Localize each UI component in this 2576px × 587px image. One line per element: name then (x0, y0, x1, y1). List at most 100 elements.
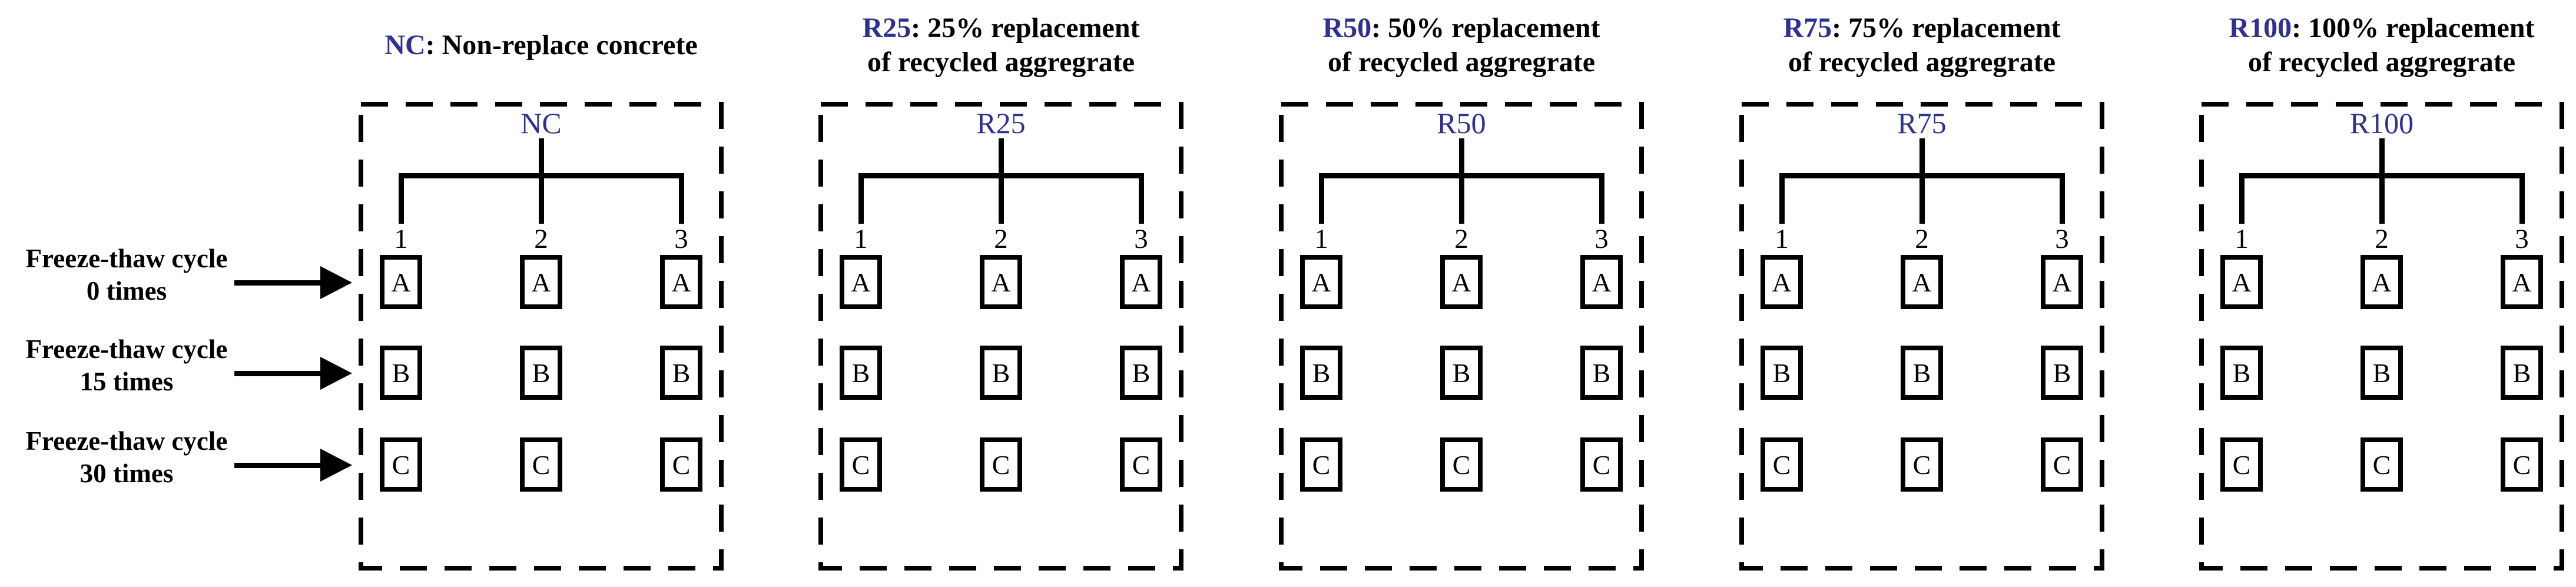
specimen-cell: C (1300, 437, 1342, 492)
arrow-icon (234, 357, 352, 390)
specimen-cell: A (840, 255, 882, 309)
group-box-r100: R100 1 2 3 A A A B B B C C C (2199, 102, 2564, 571)
specimen-cell: A (1120, 255, 1162, 309)
specimen-cell: B (1300, 346, 1342, 400)
group-code-label: R100 (2349, 107, 2414, 140)
specimen-letter: B (1772, 357, 1791, 388)
specimen-cell: A (2041, 255, 2083, 309)
specimen-cell: B (1761, 346, 1803, 400)
dashed-border (359, 102, 724, 571)
specimen-number: 2 (1454, 224, 1468, 254)
legend-line1: R25: 25% replacement (862, 11, 1139, 45)
legend-code: R100 (2229, 12, 2292, 44)
specimen-letter: A (1772, 267, 1792, 297)
specimen-cell: C (520, 437, 562, 492)
specimen-letter: A (991, 267, 1011, 297)
specimen-letter: B (532, 357, 551, 388)
specimen-cell: B (1901, 346, 1943, 400)
tree-branch-line (2379, 173, 2385, 224)
freeze-thaw-label-0: Freeze-thaw cycle 0 times (0, 243, 253, 307)
freeze-thaw-label-15: Freeze-thaw cycle 15 times (0, 333, 253, 398)
specimen-letter: B (392, 357, 410, 388)
specimen-cell: B (1440, 346, 1483, 400)
specimen-letter: B (2232, 357, 2251, 388)
legend-desc: : 25% replacement (911, 12, 1140, 44)
specimen-cell: C (1440, 437, 1483, 492)
tree-branch-line (679, 173, 684, 224)
specimen-letter: C (532, 449, 551, 480)
dashed-border (1279, 102, 1644, 571)
legend-desc: : Non-replace concrete (425, 29, 698, 61)
group-box-r25: R25 1 2 3 A A A B B B C C C (818, 102, 1183, 571)
legend-title-r100: R100: 100% replacement of recycled aggre… (2170, 8, 2576, 82)
arrow-shaft (234, 280, 323, 286)
legend-code: R50 (1322, 12, 1372, 44)
tree-branch-line (1599, 173, 1604, 224)
dashed-border (2199, 102, 2564, 571)
specimen-letter: A (1592, 267, 1612, 297)
specimen-cell: A (1580, 255, 1623, 309)
freeze-thaw-label-line1: Freeze-thaw cycle (25, 244, 228, 273)
specimen-number: 3 (1594, 224, 1609, 254)
specimen-letter: C (2053, 449, 2071, 480)
specimen-letter: B (2512, 357, 2531, 388)
tree-branch-line (1139, 173, 1144, 224)
legend-title-r50: R50: 50% replacement of recycled aggregr… (1249, 8, 1673, 82)
specimen-cell: C (380, 437, 422, 492)
specimen-number: 3 (674, 224, 688, 254)
freeze-thaw-label-30: Freeze-thaw cycle 30 times (0, 425, 253, 490)
specimen-letter: A (1311, 267, 1331, 297)
specimen-letter: C (1912, 449, 1931, 480)
specimen-letter: C (1312, 449, 1331, 480)
specimen-letter: C (672, 449, 691, 480)
specimen-letter: B (1132, 357, 1151, 388)
arrow-icon (234, 449, 352, 482)
freeze-thaw-label-line2: 15 times (79, 367, 174, 396)
tree-branch-line (2239, 173, 2245, 224)
specimen-cell: A (520, 255, 562, 309)
specimen-number: 2 (994, 224, 1008, 254)
tree-branch-line (399, 173, 404, 224)
legend-line2: of recycled aggregrate (867, 47, 1135, 78)
specimen-letter: A (1131, 267, 1151, 297)
specimen-cell: B (980, 346, 1022, 400)
specimen-cell: A (2360, 255, 2403, 309)
specimen-letter: B (1592, 357, 1611, 388)
arrow-shaft (234, 371, 323, 376)
tree-stem-line (1919, 138, 1925, 174)
specimen-letter: C (2232, 449, 2251, 480)
specimen-cell: B (840, 346, 882, 400)
group-box-r50: R50 1 2 3 A A A B B B C C C (1279, 102, 1644, 571)
specimen-cell: A (2220, 255, 2263, 309)
freeze-thaw-label-line2: 0 times (86, 276, 167, 306)
legend-code: R75 (1783, 12, 1832, 44)
specimen-cell: B (2501, 346, 2543, 400)
tree-branch-line (858, 173, 864, 224)
legend-line2: of recycled aggregrate (1788, 47, 2056, 78)
group-code-label: R25 (976, 107, 1026, 140)
specimen-letter: B (851, 357, 870, 388)
specimen-cell: C (840, 437, 882, 492)
specimen-cell: A (660, 255, 702, 309)
group-code-label: R75 (1897, 107, 1947, 140)
specimen-letter: C (1452, 449, 1471, 480)
group-box-r75: R75 1 2 3 A A A B B B C C C (1739, 102, 2104, 571)
specimen-letter: A (2232, 267, 2252, 297)
legend-line1: R75: 75% replacement (1783, 11, 2060, 45)
specimen-letter: B (672, 357, 691, 388)
specimen-letter: C (851, 449, 870, 480)
specimen-number: 3 (2515, 224, 2529, 254)
legend-line1: NC: Non-replace concrete (384, 28, 697, 62)
tree-branch-line (1919, 173, 1925, 224)
specimen-letter: A (2372, 267, 2392, 297)
specimen-cell: B (2041, 346, 2083, 400)
specimen-number: 1 (2234, 224, 2249, 254)
specimen-cell: B (2360, 346, 2403, 400)
specimen-letter: C (392, 449, 410, 480)
specimen-number: 3 (1134, 224, 1148, 254)
freeze-thaw-label-line2: 30 times (79, 459, 174, 488)
specimen-letter: A (2052, 267, 2072, 297)
legend-desc: : 75% replacement (1832, 12, 2061, 44)
tree-branch-line (2519, 173, 2525, 224)
specimen-cell: C (1120, 437, 1162, 492)
